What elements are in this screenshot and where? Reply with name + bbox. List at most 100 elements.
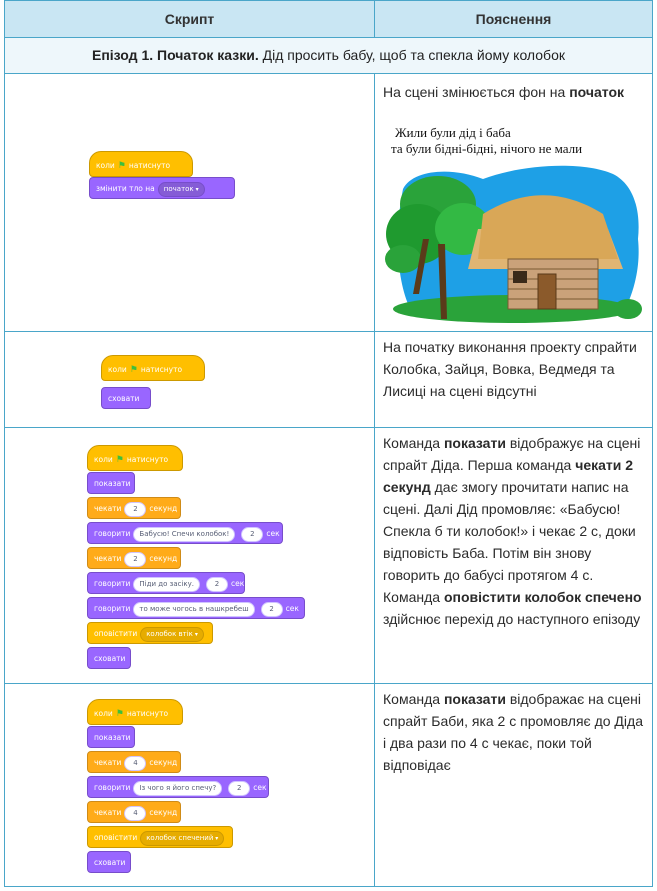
hat-label: коли	[108, 365, 127, 374]
explanation-segment: відображує на сцені спрайт Діда. Перша к…	[383, 435, 641, 473]
green-flag-icon: ⚑	[117, 161, 126, 171]
explanation-segment: дає змогу прочитати напис на сцені. Далі…	[383, 479, 636, 605]
say-text-input[interactable]: Із чого я його спечу?	[133, 780, 223, 796]
say-text-input[interactable]: Бабусю! Спечи колобок!	[133, 526, 236, 542]
row4-explanation: Команда показати відображає на сцені спр…	[383, 688, 645, 776]
hide-block[interactable]: сховати	[87, 647, 131, 669]
row2-explanation: На початку виконання проекту спрайти Кол…	[383, 339, 637, 399]
seconds-label: секунд	[149, 554, 178, 563]
wait-label: чекати	[94, 504, 122, 513]
when-flag-clicked-block[interactable]: коли⚑натиснуто	[87, 445, 183, 471]
show-label: показати	[94, 479, 131, 488]
show-label: показати	[94, 733, 131, 742]
say-text-input[interactable]: Піди до засіку.	[133, 576, 200, 592]
say-seconds-input[interactable]: 2	[260, 601, 283, 617]
say-seconds-input[interactable]: 2	[241, 526, 264, 542]
hat-label: коли	[94, 709, 113, 718]
episode-title-bold: Епізод 1. Початок казки.	[92, 47, 259, 63]
say-label: говорити	[94, 579, 131, 588]
hat-label: коли	[96, 161, 115, 170]
script-table: Скрипт Пояснення Епізод 1. Початок казки…	[4, 0, 653, 887]
table-header: Скрипт Пояснення	[5, 1, 652, 38]
hide-label: сховати	[94, 654, 126, 663]
wait-seconds-input[interactable]: 2	[124, 551, 147, 567]
broadcast-message-dropdown[interactable]: колобок втік	[140, 626, 204, 642]
explanation-segment: відображає на сцені спрайт Баби, яка 2 с…	[383, 691, 643, 773]
hat-label-end: натиснуто	[128, 161, 171, 170]
scene-caption-line1: Жили були дід і баба	[395, 125, 511, 140]
explanation-segment: здійснює перехід до наступного епізоду	[383, 611, 641, 627]
broadcast-label: оповістити	[94, 833, 138, 842]
hide-label: сховати	[108, 394, 140, 403]
hat-label: коли	[94, 455, 113, 464]
say-seconds-input[interactable]: 2	[228, 780, 251, 796]
sec-label: сек	[231, 579, 245, 588]
scene-illustration	[385, 165, 642, 323]
hat-label-end: натиснуто	[126, 455, 169, 464]
seconds-label: секунд	[149, 504, 178, 513]
hide-block[interactable]: сховати	[101, 387, 151, 409]
wait-seconds-input[interactable]: 2	[124, 501, 147, 517]
scene-backdrop: Жили були дід і баба та були бідні-бідні…	[383, 119, 645, 324]
sec-label: сек	[266, 529, 280, 538]
episode-title: Епізод 1. Початок казки. Дід просить баб…	[5, 38, 652, 74]
episode-title-rest: Дід просить бабу, щоб та спекла йому кол…	[258, 47, 565, 63]
backdrop-dropdown[interactable]: початок	[157, 181, 205, 197]
row2-script: коли⚑натиснуто сховати	[95, 341, 215, 421]
seconds-label: секунд	[149, 758, 178, 767]
when-flag-clicked-block[interactable]: коли⚑натиснуто	[101, 355, 205, 381]
explanation-segment: початок	[569, 84, 625, 100]
explanation-segment: показати	[443, 691, 506, 707]
show-block[interactable]: показати	[87, 472, 135, 494]
explanation-segment: оповістити колобок спечено	[443, 589, 642, 605]
sec-label: сек	[285, 604, 299, 613]
explanation-segment: чекати 2 секунд	[383, 457, 634, 495]
explanation-segment: Команда	[383, 435, 444, 451]
green-flag-icon: ⚑	[115, 455, 124, 465]
row3-explanation: Команда показати відображує на сцені спр…	[383, 432, 645, 630]
explanation-segment: На сцені змінюється фон на	[383, 84, 570, 100]
explanation-segment: Команда	[383, 691, 444, 707]
say-label: говорити	[94, 604, 131, 613]
header-explanation: Пояснення	[475, 11, 552, 27]
hat-label-end: натиснуто	[140, 365, 183, 374]
wait-label: чекати	[94, 808, 122, 817]
sec-label: сек	[253, 783, 267, 792]
wait-seconds-input[interactable]: 4	[124, 805, 147, 821]
hide-block[interactable]: сховати	[87, 851, 131, 873]
seconds-label: секунд	[149, 808, 178, 817]
say-label: говорити	[94, 783, 131, 792]
when-flag-clicked-block[interactable]: коли⚑натиснуто	[87, 699, 183, 725]
wait-label: чекати	[94, 758, 122, 767]
hide-label: сховати	[94, 858, 126, 867]
header-script: Скрипт	[164, 11, 215, 27]
when-flag-clicked-block[interactable]: коли⚑натиснуто	[89, 151, 193, 177]
wait-label: чекати	[94, 554, 122, 563]
scene-caption-line2: та були бідні-бідні, нічого не мали	[391, 141, 583, 156]
switch-backdrop-label: змінити тло на	[96, 184, 155, 193]
explanation-segment: показати	[443, 435, 506, 451]
green-flag-icon: ⚑	[129, 365, 138, 375]
hat-label-end: натиснуто	[126, 709, 169, 718]
say-label: говорити	[94, 529, 131, 538]
say-text-input[interactable]: то може чогось в нашкребеш	[133, 601, 255, 617]
broadcast-label: оповістити	[94, 629, 138, 638]
broadcast-message-dropdown[interactable]: колобок спечений	[140, 830, 225, 846]
wait-seconds-input[interactable]: 4	[124, 755, 147, 771]
show-block[interactable]: показати	[87, 726, 135, 748]
say-seconds-input[interactable]: 2	[206, 576, 228, 592]
